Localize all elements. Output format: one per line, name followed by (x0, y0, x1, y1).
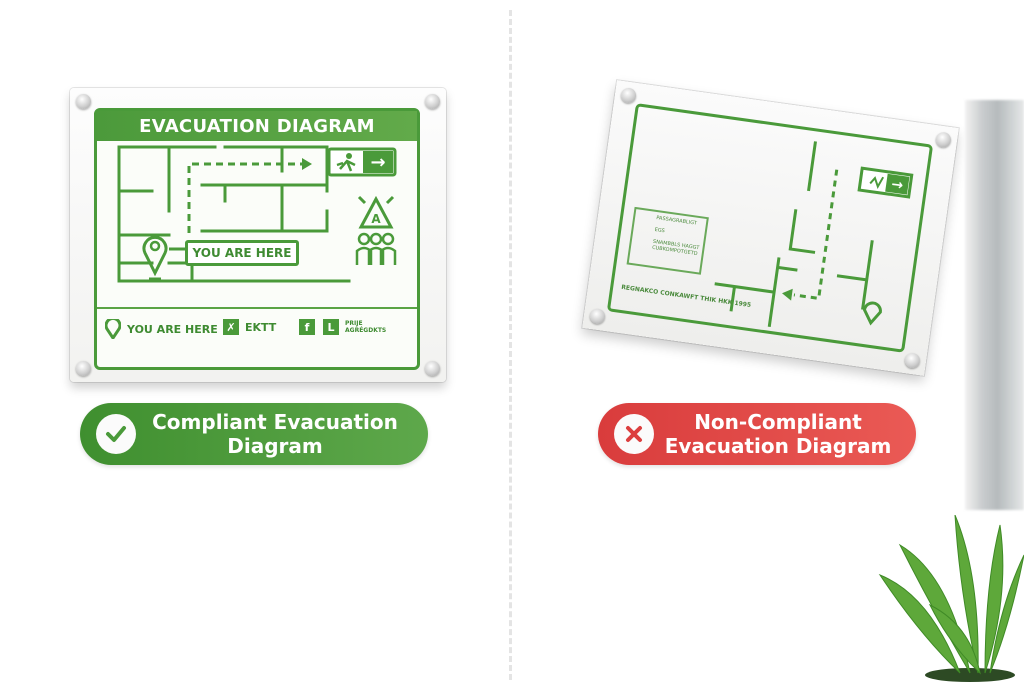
faded-evacuation-sign: → PASSAGRABLIGT EGS SNAMBBLS HAGGT CUBKO… (606, 103, 934, 353)
center-divider (509, 10, 512, 680)
mounting-screw-icon (903, 352, 921, 370)
svg-text:→: → (890, 176, 904, 194)
non-compliant-evacuation-plaque: → PASSAGRABLIGT EGS SNAMBBLS HAGGT CUBKO… (582, 80, 959, 376)
svg-text:A: A (371, 212, 381, 226)
mounting-screw-icon (76, 361, 91, 376)
mounting-screw-icon (425, 361, 440, 376)
exit-runner-icon: ✗ (223, 319, 239, 335)
assembly-point-icon: L (323, 319, 339, 335)
mounting-screw-icon (620, 86, 638, 104)
legend-item-you-are-here: YOU ARE HERE (105, 319, 218, 339)
checkmark-icon (96, 414, 136, 454)
compliant-badge: Compliant Evacuation Diagram (80, 403, 428, 465)
evacuation-sign: EVACUATION DIAGRAM → (94, 108, 420, 370)
x-mark-icon (614, 414, 654, 454)
legend-item-fire-extinguisher: f (299, 319, 315, 335)
faded-legend-box: PASSAGRABLIGT EGS SNAMBBLS HAGGT CUBKOMP… (626, 206, 709, 275)
non-compliant-badge-label-1: Non-Compliant (694, 410, 862, 434)
faded-floor-plan-map: → (714, 141, 914, 327)
non-compliant-badge-label-2: Evacuation Diagram (664, 434, 892, 458)
you-are-here-label: YOU ARE HERE (185, 240, 299, 266)
blurred-office-window (965, 100, 1024, 510)
non-compliant-badge: Non-Compliant Evacuation Diagram (598, 403, 916, 465)
compliant-badge-label-2: Diagram (227, 434, 323, 458)
fire-extinguisher-icon: f (299, 319, 315, 335)
sign-legend: YOU ARE HERE ✗ EKTT f L PRIJE AGRÉGDKTS (97, 307, 417, 347)
mounting-screw-icon (76, 94, 91, 109)
mounting-screw-icon (425, 94, 440, 109)
legend-item-exit: ✗ EKTT (223, 319, 276, 335)
svg-text:→: → (370, 152, 385, 173)
legend-item-assembly: L PRIJE AGRÉGDKTS (323, 319, 386, 335)
location-pin-icon (105, 319, 121, 339)
sign-title: EVACUATION DIAGRAM (97, 111, 417, 141)
mounting-screw-icon (934, 131, 952, 149)
floor-plan-map: → A (117, 145, 397, 283)
compliant-evacuation-plaque: EVACUATION DIAGRAM → (70, 88, 446, 382)
potted-plant-decoration (878, 515, 1024, 682)
mounting-screw-icon (589, 307, 607, 325)
compliant-badge-label-1: Compliant Evacuation (152, 410, 398, 434)
